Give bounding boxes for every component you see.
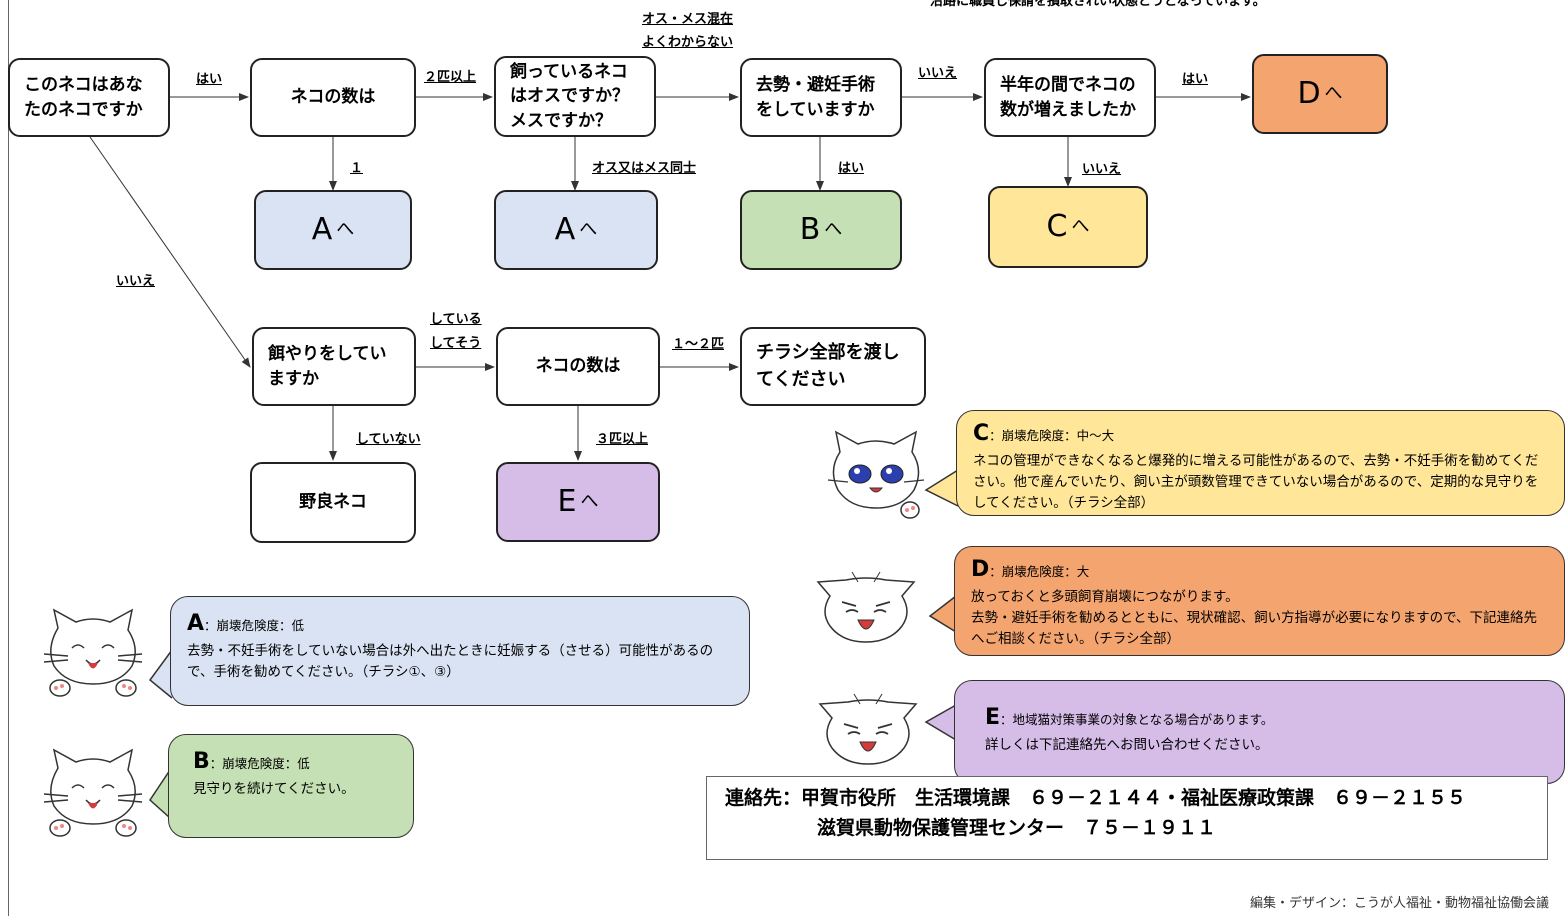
node-cat-count-2: ネコの数は	[496, 327, 660, 406]
edge-label-one: １	[350, 161, 364, 176]
crying-cat-icon	[816, 571, 916, 643]
bubble-d: D：崩壊危険度：大 放っておくと多頭飼育崩壊につながります。 去勢・避妊手術を勧…	[954, 546, 1565, 656]
node-feeding-question: 餌やりをしていますか	[252, 327, 416, 406]
bubble-c: C：崩壊危険度：中～大 ネコの管理ができなくなると爆発的に増える可能性があるので…	[956, 410, 1565, 516]
node-give-flyers: チラシ全部を渡してください	[740, 327, 926, 406]
edge-label-not-increased: いいえ	[1082, 162, 1122, 177]
edge-label-unknown: よくわからない	[642, 35, 734, 50]
edge-label-feeding: している	[430, 312, 482, 327]
edge-label-likely-feeding: してそう	[430, 336, 482, 351]
edge-label-two-plus: ２匹以上	[424, 70, 477, 85]
node-increased-question: 半年の間でネコの数が増えましたか	[984, 58, 1156, 137]
node-is-your-cat: このネコはあなたのネコですか	[8, 58, 170, 137]
node-sex-question: 飼っているネコはオスですか？メスですか？	[494, 56, 656, 137]
contact-line-2: 滋賀県動物保護管理センター ７５－１９１１	[817, 817, 1217, 839]
bubble-b: B：崩壊危険度：低 見守りを続けてください。	[168, 734, 414, 838]
bubble-e: E：地域猫対策事業の対象となる場合があります。 詳しくは下記連絡先へお問い合わせ…	[954, 680, 1565, 784]
edge-label-one-two: １～２匹	[672, 337, 725, 352]
contact-line-1: 連絡先：甲賀市役所 生活環境課 ６９－２１４４・福祉医療政策課 ６９－２１５５	[725, 787, 1467, 809]
node-stray-cat: 野良ネコ	[250, 462, 416, 543]
edge-label-increased: はい	[1182, 72, 1209, 87]
contact-info: 連絡先：甲賀市役所 生活環境課 ６９－２１４４・福祉医療政策課 ６９－２１５５ …	[706, 776, 1548, 860]
happy-cat-icon	[43, 748, 143, 837]
edge-label-not-neutered: いいえ	[918, 66, 958, 81]
edge-label-no: いいえ	[116, 274, 156, 289]
crying-cat-icon	[818, 693, 918, 765]
edge-label-same-sex: オス又はメス同士	[592, 161, 697, 176]
edge-label-yes: はい	[196, 72, 223, 87]
node-neutered-question: 去勢・避妊手術をしていますか	[740, 58, 902, 137]
bubble-a: A：崩壊危険度：低 去勢・不妊手術をしていない場合は外へ出たときに妊娠する（させ…	[170, 596, 750, 706]
edge-label-not-feeding: していない	[356, 432, 421, 447]
design-credit: 編集・デザイン：こうが人福祉・動物福祉協働会議	[1249, 896, 1549, 911]
node-cat-count: ネコの数は	[250, 58, 416, 137]
top-note: 沿路に職員し保請を損取されい状態とうとなっています。	[930, 0, 1266, 9]
edge-label-three-plus: ３匹以上	[596, 432, 649, 447]
happy-cat-icon	[43, 608, 143, 697]
worried-cat-icon	[827, 430, 925, 519]
left-border	[8, 0, 9, 916]
edge-label-neutered: はい	[838, 161, 865, 176]
edge-label-mixed: オス・メス混在	[642, 12, 734, 27]
